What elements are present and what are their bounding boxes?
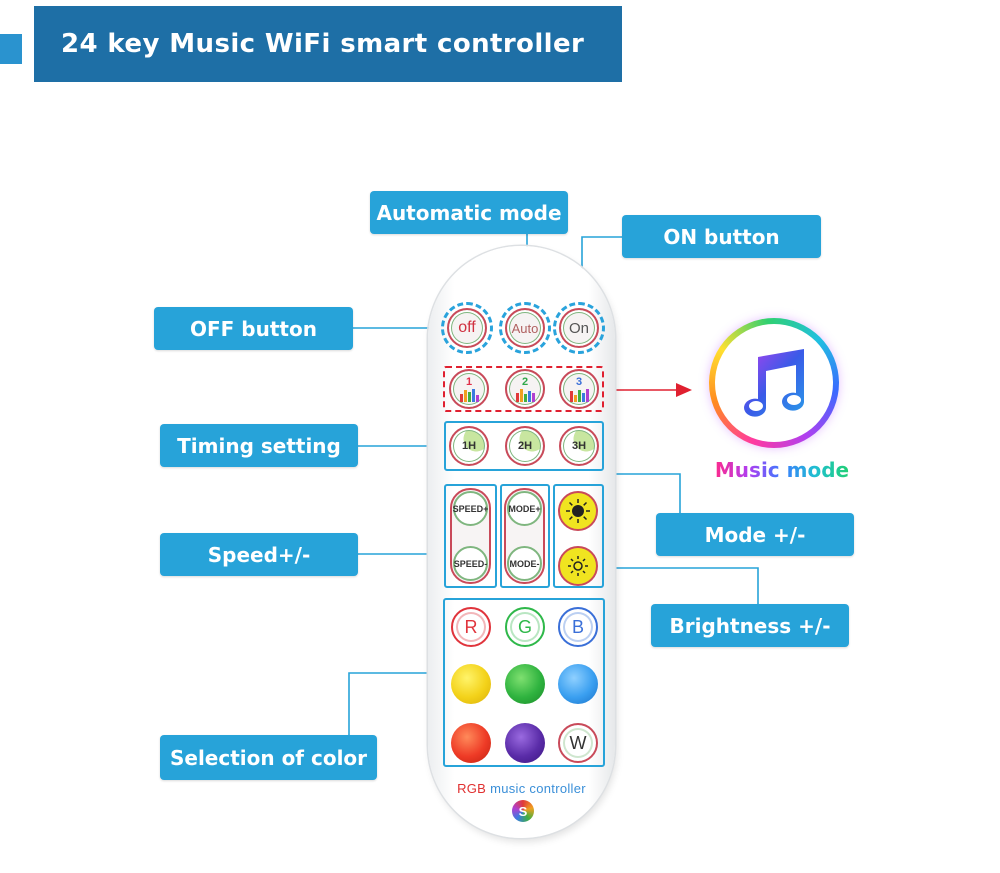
mode-buttons-box <box>500 484 550 588</box>
brand-logo: S <box>512 800 534 822</box>
brightness-up-button[interactable] <box>558 491 598 531</box>
timer-buttons-box <box>444 421 604 471</box>
highlight-ring-auto <box>499 302 551 354</box>
header-banner: 24 key Music WiFi smart controller <box>34 6 622 82</box>
callout-mode: Mode +/- <box>656 513 854 556</box>
color-buttons-box <box>443 598 605 767</box>
page-title: 24 key Music WiFi smart controller <box>61 29 585 59</box>
equalizer-icon <box>570 388 589 402</box>
callout-brightness: Brightness +/- <box>651 604 849 647</box>
on-button-label: On <box>568 319 589 337</box>
brightness-down-button[interactable] <box>558 546 598 586</box>
timer-1h-label: 1H <box>461 440 477 452</box>
timer-1h-button[interactable]: 1H <box>449 426 489 466</box>
yellow-color-button[interactable] <box>451 664 491 704</box>
highlight-ring-on <box>553 302 605 354</box>
highlight-ring-off <box>441 302 493 354</box>
blue-button[interactable]: B <box>558 607 598 647</box>
speed-buttons-box <box>444 484 497 588</box>
music-mode-icon-inner <box>715 324 833 442</box>
speed-down-label: SPEED- <box>453 558 488 569</box>
music-mode-icon-ring <box>709 318 839 448</box>
auto-button-label: Auto <box>511 320 539 336</box>
header-accent <box>0 34 22 64</box>
mode-down-button[interactable]: MODE- <box>507 546 542 581</box>
music-mode-button-3[interactable]: 3 <box>559 369 599 409</box>
red-orange-color-button[interactable] <box>451 723 491 763</box>
white-button[interactable]: W <box>558 723 598 763</box>
timer-3h-button[interactable]: 3H <box>559 426 599 466</box>
callout-selection-of-color: Selection of color <box>160 735 377 780</box>
callout-timing-setting: Timing setting <box>160 424 358 467</box>
line-brightness <box>601 567 759 604</box>
on-button[interactable]: On <box>559 308 599 348</box>
callout-on-button: ON button <box>622 215 821 258</box>
green-color-button[interactable] <box>505 664 545 704</box>
speed-rocker: SPEED+ SPEED- <box>450 488 491 584</box>
timer-2h-button[interactable]: 2H <box>505 426 545 466</box>
brand-rest: music controller <box>486 781 586 796</box>
blue-button-label: B <box>571 616 584 637</box>
sky-blue-color-button[interactable] <box>558 664 598 704</box>
mode-up-button[interactable]: MODE+ <box>507 491 542 526</box>
equalizer-icon <box>516 388 535 402</box>
red-button[interactable]: R <box>451 607 491 647</box>
red-button-label: R <box>464 616 478 637</box>
mode-rocker: MODE+ MODE- <box>504 488 545 584</box>
music-mode-3-label: 3 <box>575 375 583 388</box>
music-mode-button-1[interactable]: 1 <box>449 369 489 409</box>
callout-off-button: OFF button <box>154 307 353 350</box>
brightness-buttons-box <box>553 484 604 588</box>
auto-button[interactable]: Auto <box>505 308 545 348</box>
speed-up-button[interactable]: SPEED+ <box>453 491 488 526</box>
green-button[interactable]: G <box>505 607 545 647</box>
equalizer-icon <box>460 388 479 402</box>
music-buttons-highlight <box>443 366 604 412</box>
brand-text: RGB music controller <box>440 781 603 796</box>
mode-down-label: MODE- <box>509 558 540 569</box>
brand-logo-letter: S <box>518 803 528 819</box>
music-note-icon <box>744 349 805 417</box>
purple-color-button[interactable] <box>505 723 545 763</box>
off-button[interactable]: off <box>447 308 487 348</box>
music-arrow-head <box>676 383 692 397</box>
brightness-down-icon <box>568 556 588 576</box>
music-mode-1-label: 1 <box>465 375 473 388</box>
music-mode-button-2[interactable]: 2 <box>505 369 545 409</box>
callout-speed: Speed+/- <box>160 533 358 576</box>
brand-rgb: RGB <box>457 781 487 796</box>
brightness-up-icon <box>566 499 590 523</box>
green-button-label: G <box>517 616 532 637</box>
line-selection-of-color <box>348 672 443 735</box>
off-button-label: off <box>458 319 476 336</box>
speed-up-label: SPEED+ <box>452 503 489 514</box>
timer-3h-label: 3H <box>571 440 587 452</box>
timer-2h-label: 2H <box>517 440 533 452</box>
white-button-label: W <box>569 732 587 753</box>
speed-down-button[interactable]: SPEED- <box>453 546 488 581</box>
music-mode-2-label: 2 <box>521 375 529 388</box>
music-mode-label: Music mode <box>714 458 850 482</box>
callout-automatic-mode: Automatic mode <box>370 191 568 234</box>
mode-up-label: MODE+ <box>508 503 541 514</box>
